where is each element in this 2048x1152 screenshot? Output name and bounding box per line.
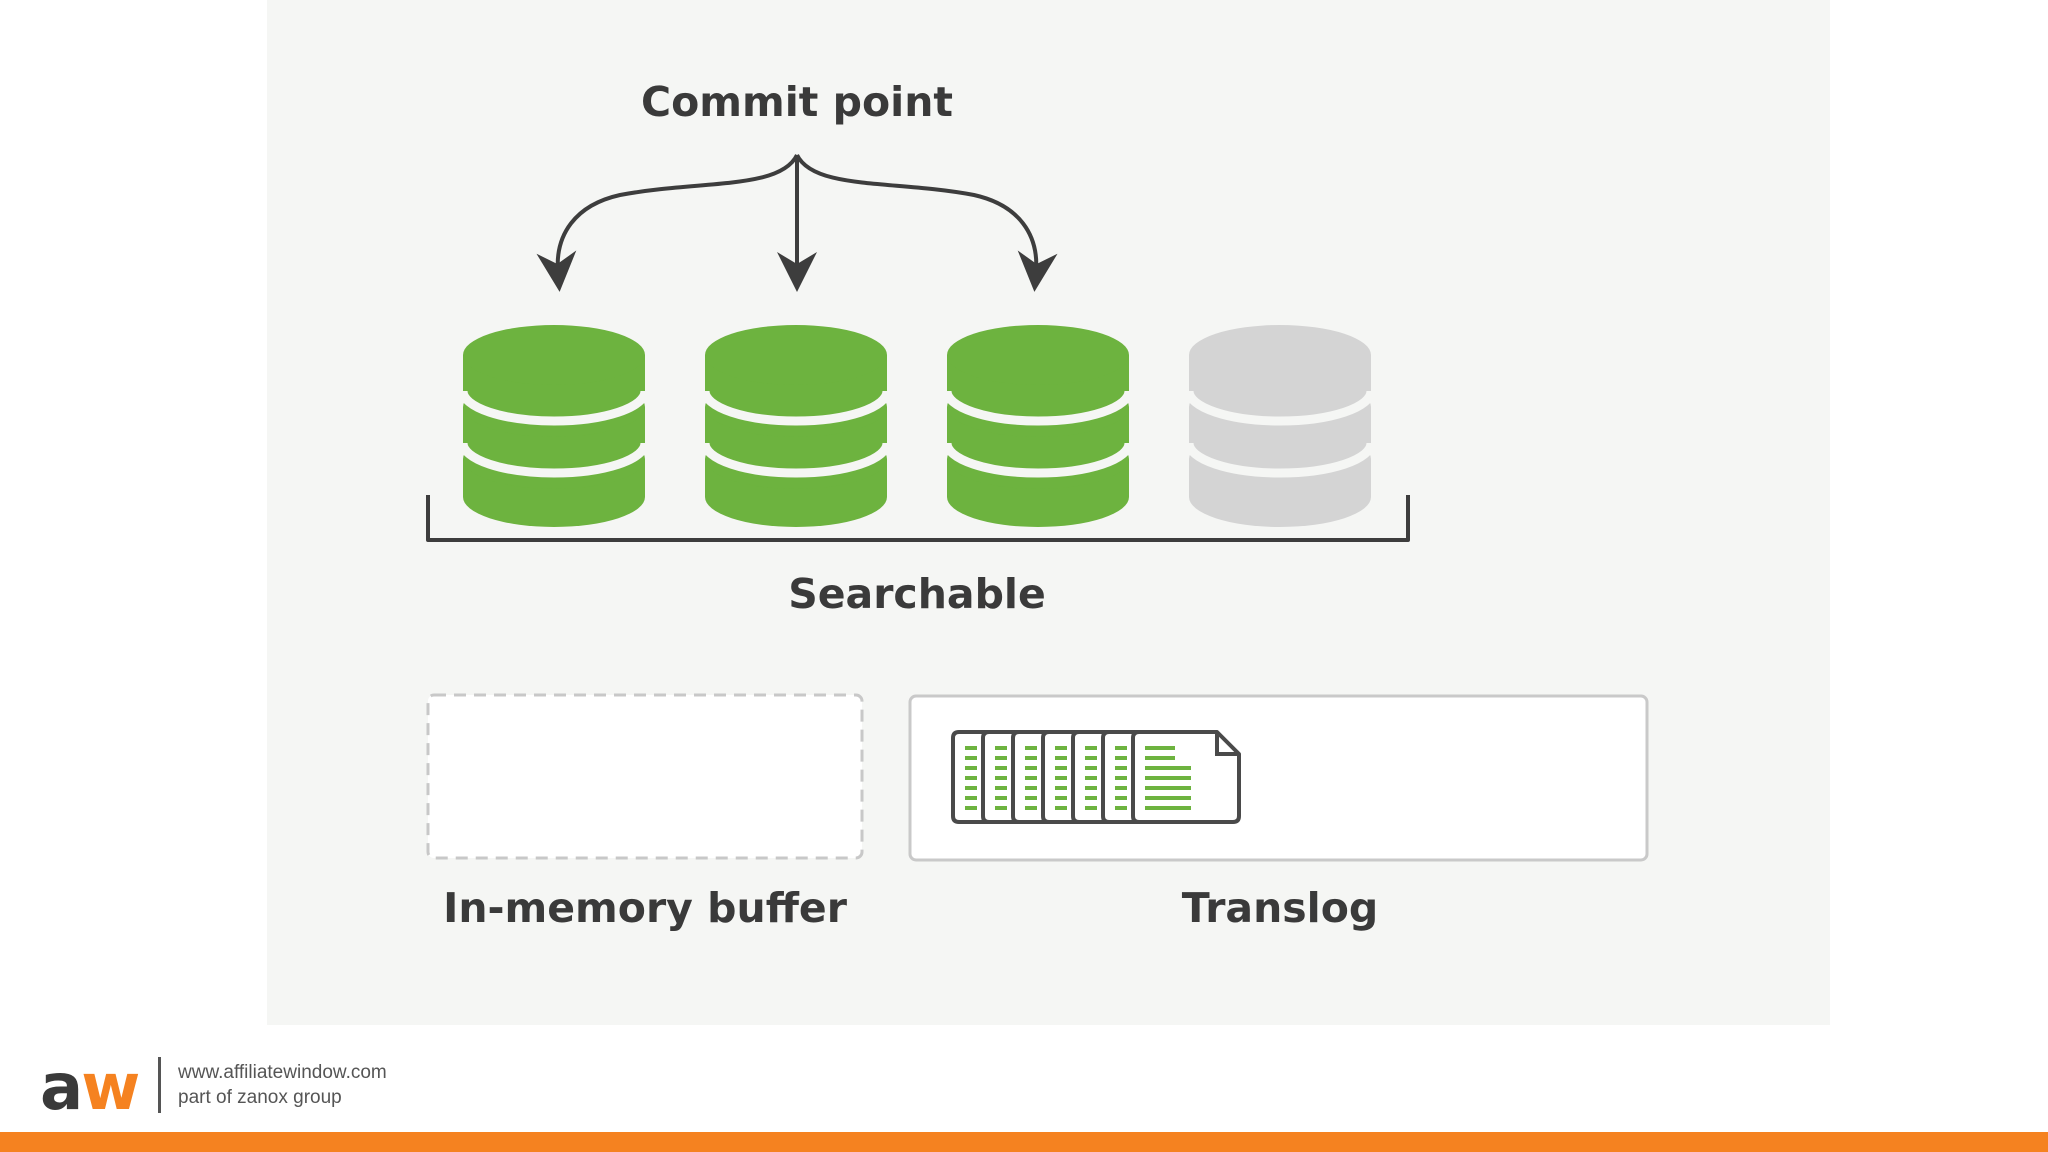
footer-text: www.affiliatewindow.com part of zanox gr…	[178, 1060, 387, 1110]
segment-separator	[942, 442, 1134, 478]
footer-divider	[158, 1057, 161, 1113]
segment-disc-top	[705, 325, 887, 385]
footer-website: www.affiliatewindow.com	[178, 1062, 387, 1083]
segment-4	[1184, 325, 1376, 527]
searchable-label: Searchable	[788, 570, 1046, 618]
footer-tagline: part of zanox group	[178, 1087, 342, 1108]
segments	[458, 325, 1376, 527]
segment-separator	[1184, 442, 1376, 478]
in-memory-buffer-label: In-memory buffer	[443, 884, 847, 932]
segment-separator	[458, 390, 650, 426]
segment-2	[700, 325, 892, 527]
segment-disc-top	[463, 325, 645, 385]
arrow-to-segment-1	[536, 154, 799, 292]
arrow-to-segment-3	[795, 154, 1058, 292]
searchable-bracket	[426, 495, 1410, 542]
segment-separator	[458, 442, 650, 478]
commit-arrows	[536, 154, 1058, 292]
segment-separator	[942, 390, 1134, 426]
segment-1	[458, 325, 650, 527]
segment-separator	[700, 442, 892, 478]
segment-separator	[1184, 390, 1376, 426]
aw-logo: aw	[40, 1051, 140, 1125]
commit-point-title: Commit point	[641, 78, 953, 126]
footer-accent-bar	[0, 1132, 2048, 1152]
translog-documents	[951, 730, 1241, 824]
segment-3	[942, 325, 1134, 527]
translog-document-icon	[1131, 730, 1241, 824]
translog-label: Translog	[1181, 884, 1379, 932]
segment-separator	[700, 390, 892, 426]
segment-disc-top	[1189, 325, 1371, 385]
segment-disc-top	[947, 325, 1129, 385]
in-memory-buffer-box	[426, 693, 864, 860]
